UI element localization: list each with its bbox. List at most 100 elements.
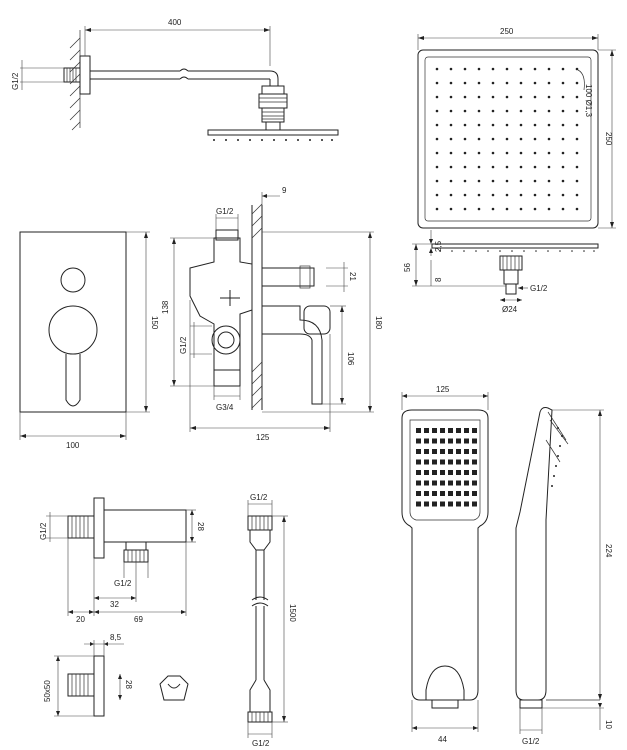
hose-length-label: 1500 (288, 604, 297, 622)
nozzle-dot (424, 470, 429, 475)
nozzle-dot (561, 179, 565, 183)
nozzle-dot (477, 95, 481, 99)
nozzle-dot (547, 193, 551, 197)
nozzle-dot (533, 137, 537, 141)
nozzle-dot (432, 501, 437, 507)
nozzle-dot (416, 459, 421, 465)
nozzle-dot (472, 449, 477, 454)
nozzle-dot (519, 137, 523, 141)
nozzle-dot (449, 207, 453, 211)
nozzle-dot (561, 95, 565, 99)
nozzle-dot (547, 109, 551, 113)
mixer-thread-side-label: G1/2 (179, 336, 188, 354)
nozzle-dot (519, 179, 523, 183)
nozzle-dot (505, 137, 509, 141)
nozzle-dot (435, 123, 439, 127)
nozzle-dot (477, 165, 481, 169)
nozzle-dot (561, 123, 565, 127)
nozzle-dot (477, 81, 481, 85)
side-plate-label: 2,5 (434, 240, 443, 252)
nozzle-dot (472, 438, 477, 444)
nozzle-dot (533, 67, 537, 71)
nozzle-dot (519, 193, 523, 197)
nozzle-dot (472, 459, 477, 465)
nozzle-dot (575, 165, 579, 169)
nozzle-dot (575, 151, 579, 155)
nozzle-dot (505, 179, 509, 183)
nozzle-dot (505, 165, 509, 169)
nozzle-dot (456, 491, 461, 496)
hand-shower-front-view: 125 44 (401, 385, 489, 744)
nozzle-dot (440, 491, 445, 496)
nozzle-dot (424, 428, 429, 433)
nozzle-dot (561, 207, 565, 211)
nozzle-dot (432, 491, 437, 496)
arm-thread-label: G1/2 (11, 72, 20, 90)
nozzle-dot (491, 151, 495, 155)
nozzle-dot (435, 151, 439, 155)
nozzle-dot (435, 81, 439, 85)
nozzle-dot (449, 109, 453, 113)
mixer-side-view: 9 G1/2 21 138 G1/2 180 106 (161, 186, 383, 442)
nozzle-dot (547, 137, 551, 141)
nozzle-dot (424, 491, 429, 496)
total-height-label: 180 (374, 316, 383, 330)
nozzle-dot (440, 480, 445, 486)
nozzle-dot (432, 480, 437, 486)
nozzle-dot (456, 438, 461, 444)
nozzle-dot (477, 193, 481, 197)
nozzle-dot (575, 109, 579, 113)
nozzle-dot (416, 428, 421, 433)
nozzle-dot (505, 95, 509, 99)
nozzle-dot (491, 179, 495, 183)
nozzle-dot (575, 137, 579, 141)
nozzle-dot (575, 95, 579, 99)
nozzle-dot (440, 501, 445, 507)
nozzle-dot (547, 165, 551, 169)
nozzle-dot (449, 179, 453, 183)
nozzle-dot (424, 459, 429, 465)
nozzle-dot (575, 179, 579, 183)
nozzle-dot (424, 480, 429, 486)
nozzle-dot (491, 109, 495, 113)
nozzle-dot (519, 123, 523, 127)
nozzle-dot (463, 207, 467, 211)
nozzle-dot (464, 470, 469, 475)
nozzle-dot (505, 123, 509, 127)
nozzle-dot (448, 428, 453, 433)
nozzle-dot (561, 137, 565, 141)
nozzle-dot (519, 67, 523, 71)
nozzle-dot (491, 207, 495, 211)
nozzle-dot (575, 123, 579, 127)
nozzle-dot (575, 81, 579, 85)
lever-height-label: 106 (346, 352, 355, 366)
nozzle-label: 100 Ø1,3 (584, 84, 593, 117)
outlet-flange-label: 20 (76, 615, 85, 624)
nozzle-dot (448, 438, 453, 444)
nozzle-dot (463, 67, 467, 71)
nozzle-dot (561, 193, 565, 197)
nozzle-dot (477, 137, 481, 141)
nozzle-dot (464, 501, 469, 507)
nozzle-dot (575, 193, 579, 197)
nozzle-dot (449, 165, 453, 169)
nozzle-dot (533, 179, 537, 183)
rain-head-side-view: 56 2,5 8 G1/2 Ø24 (403, 230, 599, 314)
nozzle-dot (440, 449, 445, 454)
nozzle-dot (519, 95, 523, 99)
nozzle-dot (463, 165, 467, 169)
nozzle-dot (416, 501, 421, 507)
nozzle-dot (533, 81, 537, 85)
nozzle-dot (561, 165, 565, 169)
nozzle-dot (547, 67, 551, 71)
nozzle-dot (491, 193, 495, 197)
nozzle-dot (519, 109, 523, 113)
nozzle-dot (491, 137, 495, 141)
nozzle-dot (533, 151, 537, 155)
nozzle-dot (448, 470, 453, 475)
nozzle-dot (472, 428, 477, 433)
nozzle-dot (432, 470, 437, 475)
hand-shower-base-label: 10 (604, 720, 613, 729)
nozzle-dot (440, 470, 445, 475)
nozzle-dot (477, 151, 481, 155)
